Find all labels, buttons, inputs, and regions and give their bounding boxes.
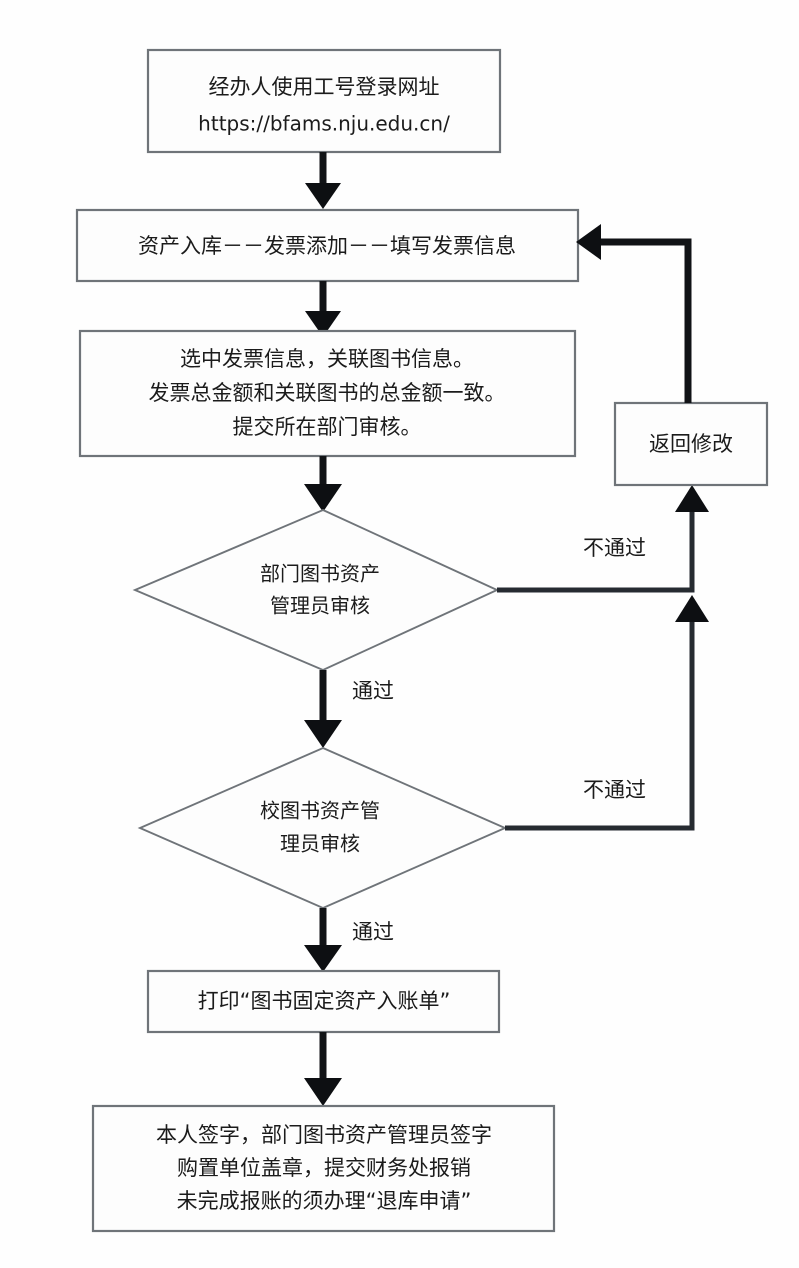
print-form-line-1: 打印“图书固定资产入账单” [198,989,451,1013]
edge-dept-review-pass: 通过 [304,670,394,748]
link-books-box-shape [78,329,577,458]
edge-linkbooks-arrowhead [304,484,342,512]
edge-dept-review-reject: 不通过 [497,485,709,593]
school-review-line-1: 校图书资产管 [260,799,380,823]
link-books-line-2: 发票总金额和关联图书的总金额一致。 [149,381,506,405]
final-step-box-shape [91,1104,556,1233]
edge-return-modify-to-invoice-entry [576,224,692,403]
edge-school-review-reject: 不通过 [505,595,709,831]
edge-dept-pass-arrowhead [304,720,342,748]
edge-login-to-invoice-entry [305,152,341,209]
final-step-line-2: 购置单位盖章，提交财务处报销 [177,1156,471,1180]
login-line-1: 经办人使用工号登录网址 [209,75,440,99]
school-review-line-2: 理员审核 [280,832,360,856]
edge-school-reject-path [505,613,695,831]
link-books-line-1: 选中发票信息，关联图书信息。 [180,347,474,371]
edge-label-school-pass: 通过 [352,920,394,944]
print-form-box-shape [146,969,501,1034]
edge-dept-reject-arrowhead [675,485,709,512]
edge-return-arrowhead [576,224,601,260]
dept-review-line-2: 管理员审核 [270,594,370,618]
edge-label-dept-pass: 通过 [352,679,394,703]
invoice-entry-line-1: 资产入库－－发票添加－－填写发票信息 [138,234,516,258]
node-print-form[interactable]: 打印“图书固定资产入账单” [146,969,501,1034]
edge-label-dept-reject: 不通过 [583,536,646,560]
final-step-line-1: 本人签字，部门图书资产管理员签字 [156,1123,492,1147]
edge-label-school-reject: 不通过 [583,778,646,802]
return-modify-line-1: 返回修改 [649,432,733,456]
edge-login-arrowhead [305,183,341,209]
node-invoice-entry[interactable]: 资产入库－－发票添加－－填写发票信息 [75,208,580,283]
edge-school-review-pass: 通过 [304,908,394,972]
edge-school-pass-arrowhead [304,945,342,972]
edge-school-reject-arrowhead [675,595,709,622]
edge-invoice-arrowhead [305,311,341,337]
edge-invoice-entry-to-link-books [305,281,341,337]
login-line-2-url: https://bfams.nju.edu.cn/ [198,112,450,136]
edge-print-form-to-final-step [304,1032,342,1106]
edge-dept-reject-path [497,503,695,593]
invoice-entry-box-shape [75,208,580,283]
node-school-review[interactable]: 校图书资产管 理员审核 [137,746,508,910]
school-review-diamond-shape [137,746,508,910]
node-dept-review[interactable]: 部门图书资产 管理员审核 [132,508,500,672]
node-login[interactable]: 经办人使用工号登录网址 https://bfams.nju.edu.cn/ [146,48,502,154]
node-final-step[interactable]: 本人签字，部门图书资产管理员签字 购置单位盖章，提交财务处报销 未完成报账的须办… [91,1104,556,1233]
node-return-modify[interactable]: 返回修改 [613,401,769,487]
edge-print-arrowhead [304,1078,342,1106]
final-step-line-3: 未完成报账的须办理“退库申请” [177,1189,472,1213]
node-link-books[interactable]: 选中发票信息，关联图书信息。 发票总金额和关联图书的总金额一致。 提交所在部门审… [78,329,577,458]
dept-review-line-1: 部门图书资产 [260,562,380,586]
link-books-line-3: 提交所在部门审核。 [233,415,422,439]
edge-return-path [600,238,692,403]
dept-review-diamond-shape [132,508,500,672]
edge-link-books-to-dept-review [304,456,342,512]
login-box-shape [146,48,502,154]
